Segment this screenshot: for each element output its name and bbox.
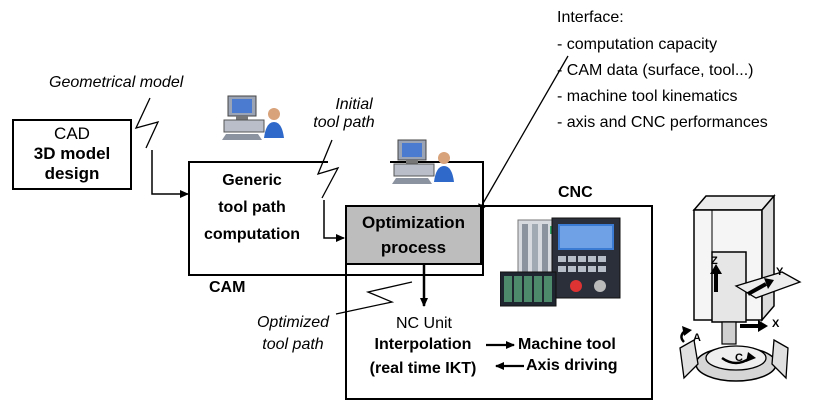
geometrical-model-label: Geometrical model <box>49 74 184 91</box>
cad-title: CAD <box>54 124 90 143</box>
axis-label-y: Y <box>776 266 784 278</box>
interpolation-line: Interpolation <box>374 336 472 353</box>
initial-tool-path-label: Initial tool path <box>306 96 402 133</box>
interface-item: - CAM data (surface, tool...) <box>557 62 754 79</box>
interface-pointer-arrow <box>477 55 569 213</box>
tool-path-label-line: tool path <box>313 114 375 132</box>
interface-item: - axis and CNC performances <box>557 114 768 131</box>
generic-line: Generic <box>222 172 282 189</box>
axis-label-z: Z <box>711 255 718 267</box>
optimized-label-line: tool path <box>262 336 324 354</box>
generic-to-optimization-arrow <box>323 200 345 242</box>
optimization-box <box>345 205 482 265</box>
cnc-controller-icon <box>500 217 621 307</box>
initial-tool-path-lightning <box>316 139 340 199</box>
optimization-line: process <box>380 238 447 257</box>
axis-label-c: C <box>735 352 743 364</box>
machine-tool-icon <box>679 193 802 382</box>
interface-item: - machine tool kinematics <box>557 88 738 105</box>
axis-label-a: A <box>693 332 701 344</box>
cad-line: design <box>44 164 100 183</box>
generic-line: computation <box>204 226 300 243</box>
machine-tool-label: Machine tool <box>518 336 616 353</box>
cam-box-gap <box>328 158 390 166</box>
cad-line: 3D model <box>33 144 111 163</box>
nc-unit-label: NC Unit <box>395 315 452 332</box>
axis-label-x: X <box>772 318 780 330</box>
geometrical-model-lightning <box>134 97 160 149</box>
optimized-label-line: Optimized <box>256 314 330 331</box>
axis-driving-label: Axis driving <box>526 357 618 374</box>
generic-line: tool path <box>218 199 286 216</box>
interpolation-line: (real time IKT) <box>369 360 477 377</box>
computer-user-icon <box>222 95 284 140</box>
optimized-tool-path-label: Optimized tool path <box>238 314 348 355</box>
cad-to-cam-arrow <box>151 150 189 198</box>
cad-box <box>12 119 132 190</box>
cam-label: CAM <box>209 279 246 296</box>
cnc-label: CNC <box>558 184 593 201</box>
interface-title: Interface: <box>557 9 624 26</box>
computer-user-icon <box>392 139 454 184</box>
optimized-tool-path-lightning <box>335 281 413 315</box>
initial-label-line: Initial <box>335 96 373 113</box>
interface-item: - computation capacity <box>557 36 718 53</box>
optimization-line: Optimization <box>362 213 465 232</box>
